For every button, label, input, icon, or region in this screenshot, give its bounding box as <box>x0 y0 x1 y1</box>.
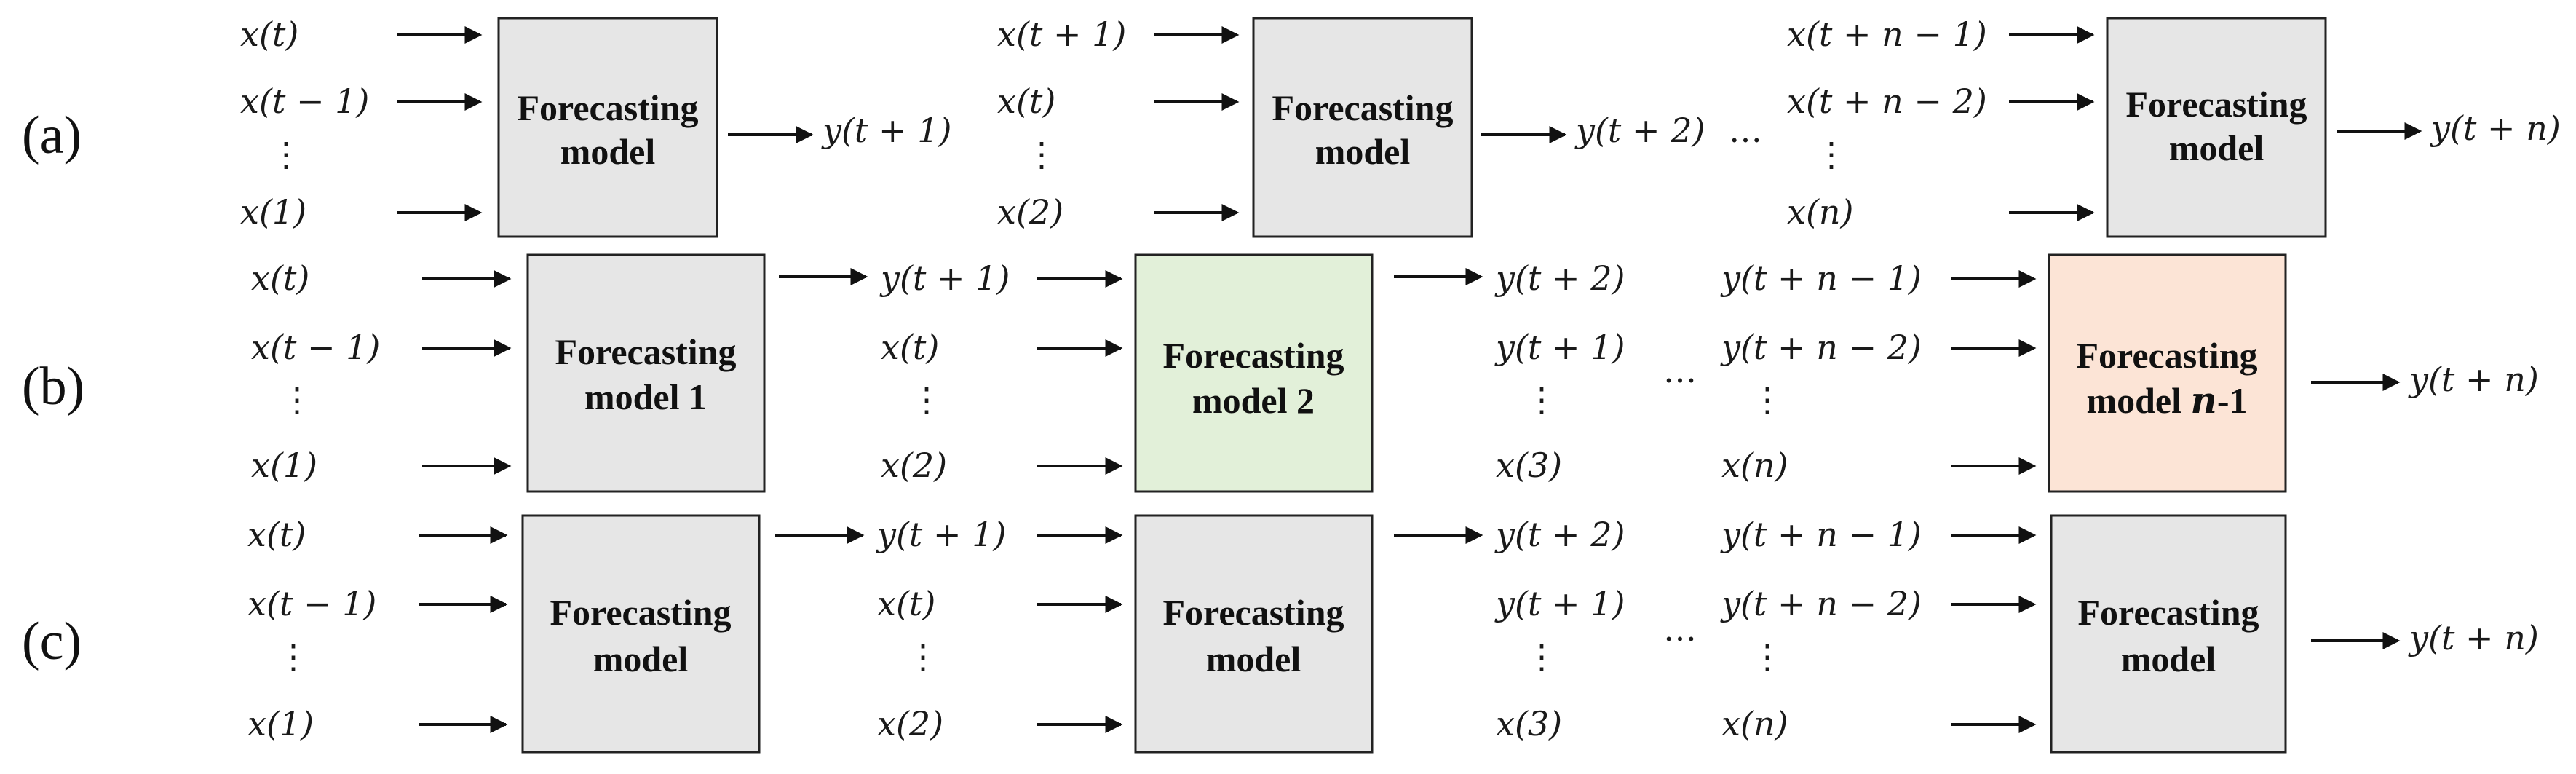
row-a-in2-0: x(t + 1) <box>997 15 1126 54</box>
row-a-in3-3: x(n) <box>1787 192 1853 232</box>
row-a-model-box-2 <box>1252 17 1473 238</box>
row-a-in2-vdots: ⋮ <box>1025 135 1058 174</box>
row-b-in2-0: y(t + 1) <box>879 258 1010 298</box>
row-c-box2-line1: Forecasting <box>1162 592 1344 633</box>
row-c-ellipsis: … <box>1663 609 1697 649</box>
row-a-box1-line1: Forecasting <box>517 87 698 128</box>
row-a-in1-x-t-1: x(t − 1) <box>240 82 369 121</box>
row-a-out2: y(t + 2) <box>1574 111 1705 150</box>
row-b-model-box-1 <box>526 253 766 493</box>
row-b-in1-0: x(t) <box>251 258 309 298</box>
row-c-in4-3: x(n) <box>1721 704 1788 743</box>
row-a-box3-line2: model <box>2169 127 2264 168</box>
row-c-in3-0: y(t + 2) <box>1494 515 1625 554</box>
row-a-box1-line2: model <box>560 131 656 172</box>
row-label-c: (c) <box>22 612 82 671</box>
row-b-box3-prefix: model <box>2086 380 2190 421</box>
row-a-model-box-1 <box>497 17 718 238</box>
row-a-ellipsis: … <box>1729 111 1762 150</box>
row-a-box2-line2: model <box>1315 131 1411 172</box>
row-a-box2-line1: Forecasting <box>1272 87 1453 128</box>
row-c-in3-1: y(t + 1) <box>1494 584 1625 623</box>
row-c-in3-vdots: ⋮ <box>1525 637 1558 676</box>
row-c-in1-1: x(t − 1) <box>247 584 376 623</box>
row-b: x(t) x(t − 1) ⋮ x(1) Forecasting model 1… <box>251 253 2539 493</box>
row-b-model-box-2 <box>1134 253 1374 493</box>
row-b-out: y(t + n) <box>2408 360 2539 399</box>
row-b-box1-line2: model 1 <box>584 376 707 417</box>
row-a-in1-x-t: x(t) <box>240 15 298 54</box>
row-b-box3-suffix: -1 <box>2217 380 2248 421</box>
row-b-box2-line2: model 2 <box>1192 380 1315 421</box>
row-c-in2-1: x(t) <box>877 584 935 623</box>
row-c-in1-vdots: ⋮ <box>277 637 310 676</box>
row-a-in3-vdots: ⋮ <box>1815 135 1848 174</box>
row-b-in4-3: x(n) <box>1721 446 1788 485</box>
row-c-in2-vdots: ⋮ <box>906 637 940 676</box>
row-b-box2-line1: Forecasting <box>1162 335 1344 376</box>
row-b-in2-1: x(t) <box>881 328 939 367</box>
row-b-in3-0: y(t + 2) <box>1494 258 1625 298</box>
row-a: x(t) x(t − 1) ⋮ x(1) Forecasting model y… <box>240 15 2561 238</box>
row-a-in3-0: x(t + n − 1) <box>1787 15 1987 54</box>
row-a-out1: y(t + 1) <box>821 111 951 150</box>
row-c-box1-line2: model <box>593 639 689 679</box>
row-c-box1-line1: Forecasting <box>550 592 731 633</box>
row-b-in1-vdots: ⋮ <box>280 380 314 419</box>
row-a-in1-x-1: x(1) <box>240 192 306 232</box>
row-label-b: (b) <box>22 357 84 416</box>
row-b-in2-3: x(2) <box>881 446 947 485</box>
row-b-box3-line2: model n-1 <box>2086 379 2247 422</box>
row-b-in4-1: y(t + n − 2) <box>1720 328 1922 367</box>
row-c-in4-1: y(t + n − 2) <box>1720 584 1922 623</box>
row-c-model-box-3 <box>2050 514 2287 754</box>
row-c-box2-line2: model <box>1206 639 1301 679</box>
row-a-in2-3: x(2) <box>997 192 1063 232</box>
row-b-box3-n: n <box>2191 379 2217 422</box>
row-c-out: y(t + n) <box>2408 618 2539 657</box>
row-c-box3-line2: model <box>2121 639 2216 679</box>
row-c-box3-line1: Forecasting <box>2077 592 2259 633</box>
row-b-in1-3: x(1) <box>251 446 317 485</box>
row-b-box3-line1: Forecasting <box>2076 335 2257 376</box>
row-a-in2-1: x(t) <box>997 82 1055 121</box>
row-c: x(t) x(t − 1) ⋮ x(1) Forecasting model y… <box>247 514 2539 754</box>
row-b-in3-vdots: ⋮ <box>1525 380 1558 419</box>
row-c-in4-vdots: ⋮ <box>1751 637 1784 676</box>
row-c-in1-3: x(1) <box>247 704 314 743</box>
row-c-model-box-1 <box>521 514 761 754</box>
row-b-box1-line1: Forecasting <box>555 331 736 372</box>
row-c-in2-0: y(t + 1) <box>876 515 1006 554</box>
row-c-in1-0: x(t) <box>247 515 306 554</box>
row-b-in4-0: y(t + n − 1) <box>1720 258 1922 298</box>
row-c-in2-3: x(2) <box>877 704 943 743</box>
row-c-in4-0: y(t + n − 1) <box>1720 515 1922 554</box>
row-b-model-box-3 <box>2048 253 2287 493</box>
row-b-in4-vdots: ⋮ <box>1751 380 1784 419</box>
row-b-in1-1: x(t − 1) <box>251 328 380 367</box>
row-label-a: (a) <box>22 106 82 165</box>
row-a-model-box-3 <box>2106 17 2327 238</box>
row-b-in2-vdots: ⋮ <box>910 380 943 419</box>
row-a-in1-vdots: ⋮ <box>269 135 303 174</box>
row-a-box3-line1: Forecasting <box>2125 84 2307 125</box>
row-b-in3-1: y(t + 1) <box>1494 328 1625 367</box>
row-c-in3-3: x(3) <box>1496 704 1562 743</box>
row-a-out3: y(t + n) <box>2430 108 2561 148</box>
row-b-in3-3: x(3) <box>1496 446 1562 485</box>
row-b-ellipsis: … <box>1663 351 1697 390</box>
row-c-model-box-2 <box>1134 514 1374 754</box>
row-a-in3-1: x(t + n − 2) <box>1787 82 1987 121</box>
